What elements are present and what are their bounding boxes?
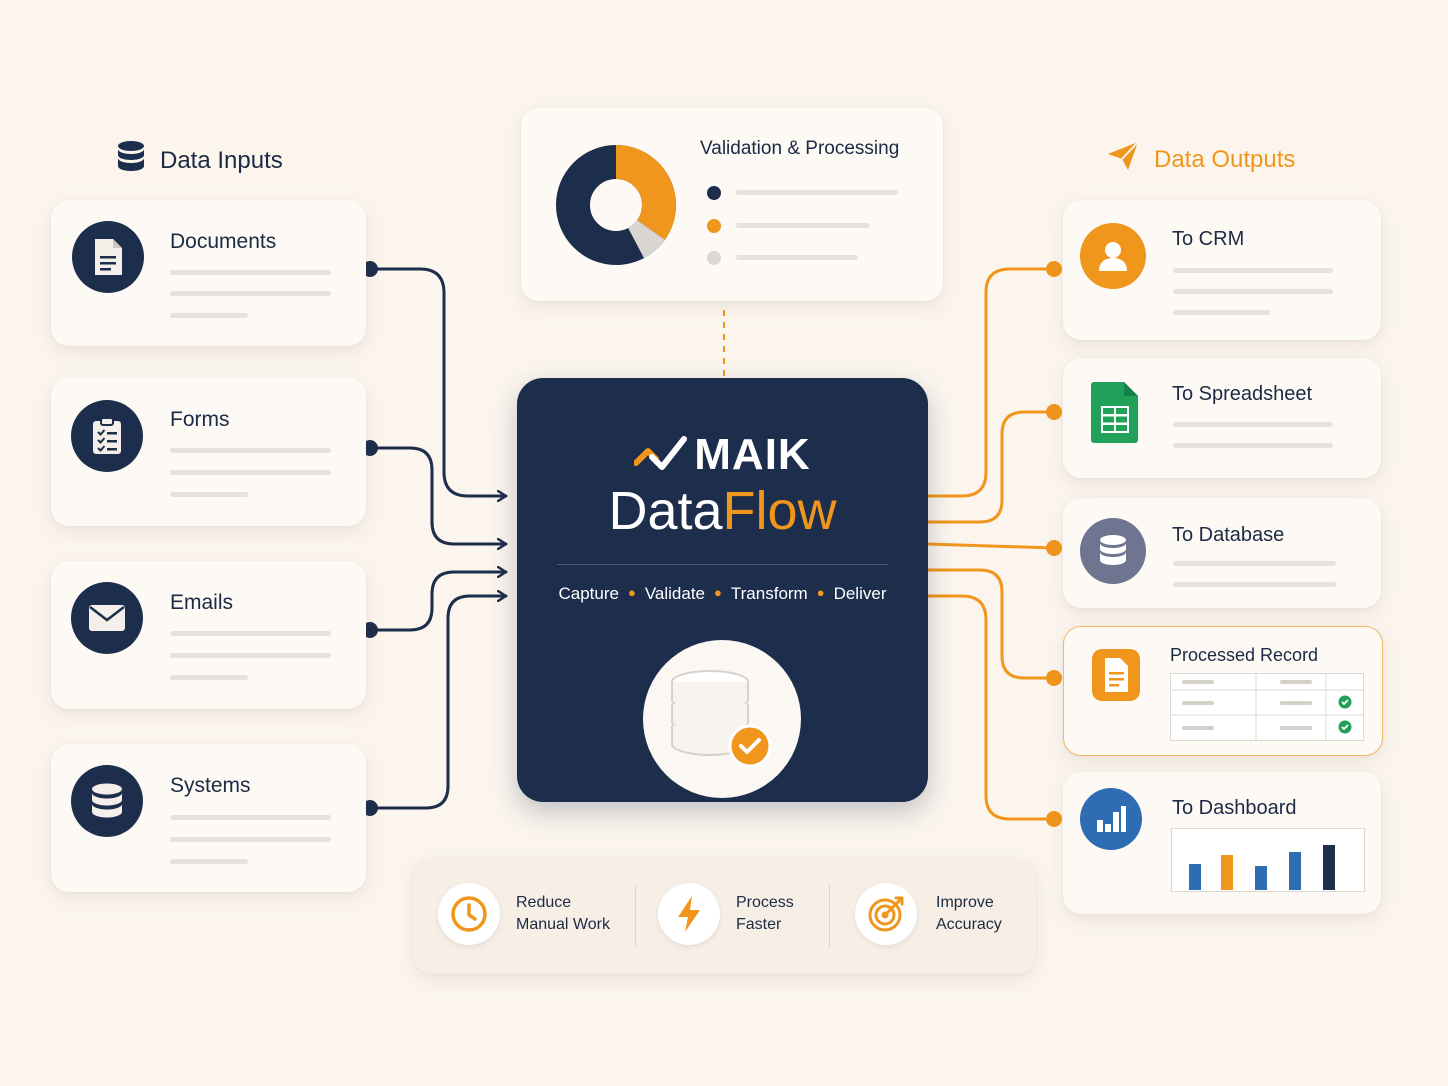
clipboard-icon [71, 400, 143, 472]
document-icon [1090, 647, 1142, 708]
inputs-heading: Data Inputs [116, 140, 283, 181]
output-label-processed-record: Processed Record [1170, 645, 1319, 665]
document-icon [72, 221, 144, 293]
paper-plane-icon [1106, 140, 1140, 179]
clock-icon [438, 883, 500, 945]
hub-brand-text: MAIK [694, 430, 811, 479]
record-table [1170, 673, 1364, 746]
hub-title: DataFlow [608, 481, 837, 541]
target-icon [855, 883, 917, 945]
input-label-systems: Systems [170, 774, 251, 797]
legend-dot-orange [707, 219, 721, 233]
bar-chart-icon [1080, 788, 1142, 850]
input-card-emails[interactable]: Emails [51, 561, 366, 709]
step-transform: Transform [730, 584, 808, 603]
hub-database-disk [643, 640, 801, 798]
database-check-icon [671, 670, 772, 768]
input-card-systems[interactable]: Systems [51, 744, 366, 892]
output-label-crm: To CRM [1172, 228, 1245, 250]
processing-title: Validation & Processing [700, 138, 900, 159]
outputs-heading: Data Outputs [1106, 140, 1295, 179]
connector-spreadsheet [926, 410, 1056, 524]
output-card-crm[interactable]: To CRM [1063, 200, 1381, 340]
connector-crm [926, 267, 1056, 498]
legend-dot-gray [707, 251, 721, 265]
lightning-icon [658, 883, 720, 945]
input-card-forms[interactable]: Forms [51, 378, 366, 526]
connector-documents [368, 267, 508, 496]
output-card-processed-record[interactable]: Processed Record [1063, 626, 1383, 756]
database-icon [1080, 518, 1146, 584]
dashboard-mini-chart [1171, 828, 1365, 897]
input-label-documents: Documents [170, 230, 277, 253]
step-capture: Capture [558, 584, 619, 603]
hub-divider [557, 564, 888, 565]
spreadsheet-icon [1090, 380, 1140, 449]
connector-systems [368, 596, 508, 810]
step-deliver: Deliver [833, 584, 887, 603]
connector-forms [368, 446, 508, 544]
step-validate: Validate [644, 584, 706, 603]
output-card-dashboard[interactable]: To Dashboard [1063, 772, 1381, 914]
legend-dot-navy [707, 186, 721, 200]
output-label-spreadsheet: To Spreadsheet [1172, 383, 1313, 405]
input-label-emails: Emails [170, 591, 234, 614]
input-card-documents[interactable]: Documents [51, 200, 366, 346]
database-icon [71, 765, 143, 837]
connector-emails [368, 572, 508, 632]
connector-database [926, 542, 1056, 550]
donut-chart-icon [555, 144, 677, 271]
hub-steps: Capture●Validate●Transform●Deliver [558, 584, 887, 603]
connector-dashboard [926, 594, 1056, 821]
envelope-icon [71, 582, 143, 654]
output-label-database: To Database [1172, 524, 1285, 546]
database-icon [116, 140, 146, 181]
input-label-forms: Forms [170, 408, 230, 431]
check-chart-logo-icon [633, 436, 688, 470]
hub-brand: MAIK [517, 430, 928, 480]
user-icon [1080, 223, 1146, 289]
outputs-heading-label: Data Outputs [1154, 145, 1296, 173]
output-card-spreadsheet[interactable]: To Spreadsheet [1063, 358, 1381, 478]
output-card-database[interactable]: To Database [1063, 498, 1381, 608]
processing-card: Validation & Processing [521, 108, 943, 301]
inputs-heading-label: Data Inputs [160, 146, 283, 174]
output-label-dashboard: To Dashboard [1172, 797, 1297, 819]
connector-record [926, 568, 1056, 680]
hub-card: MAIK DataFlow Capture●Validate●Transform… [517, 378, 928, 802]
